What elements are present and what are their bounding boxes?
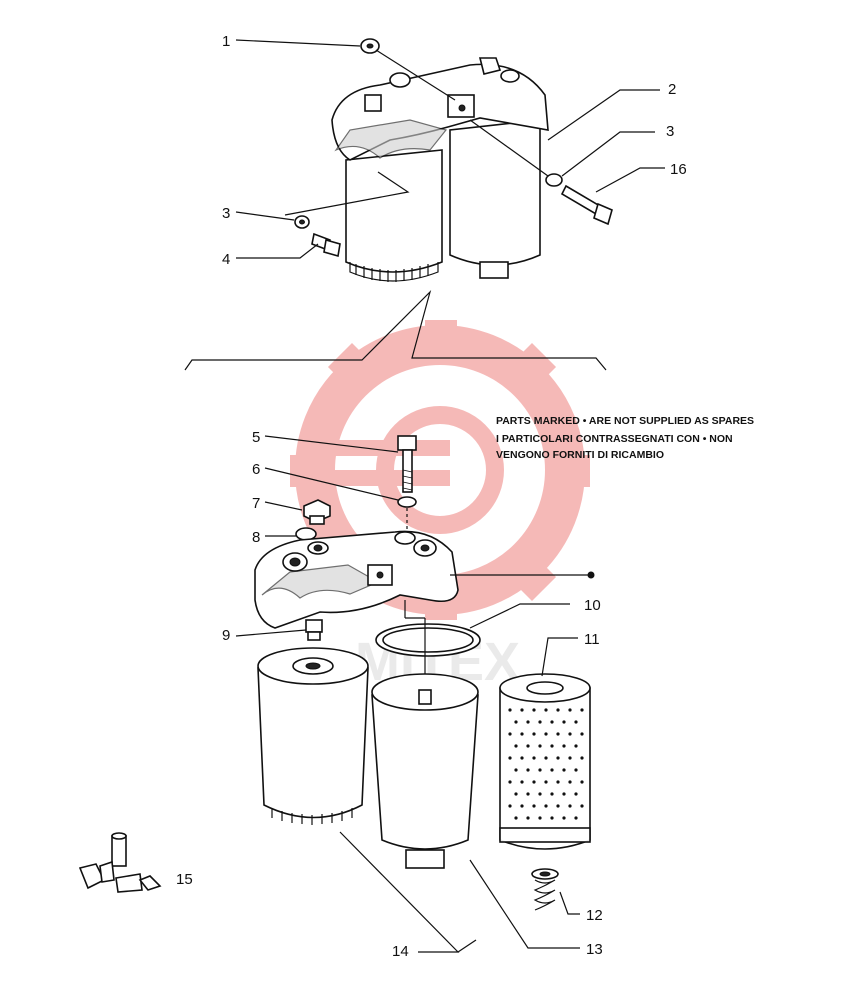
assembled-filter-housing <box>284 38 613 282</box>
section-separator <box>184 289 607 371</box>
filter-element-11 <box>499 673 591 850</box>
note-line-3: VENGONO FORNITI DI RICAMBIO <box>496 449 664 461</box>
label-13: 13 <box>586 941 603 958</box>
filter-bowl-13 <box>371 673 479 869</box>
small-parts-15 <box>78 832 162 893</box>
filter-cartridge-14 <box>257 647 369 825</box>
note-line-1: PARTS MARKED • ARE NOT SUPPLIED AS SPARE… <box>496 415 754 427</box>
label-4: 4 <box>222 251 230 268</box>
label-15: 15 <box>176 871 193 888</box>
label-3-right: 3 <box>666 123 674 140</box>
note-line-2: I PARTICOLARI CONTRASSEGNATI CON • NON <box>496 433 733 445</box>
label-7: 7 <box>252 495 260 512</box>
spring-12 <box>531 868 559 911</box>
plug-7 <box>303 499 331 525</box>
label-9: 9 <box>222 627 230 644</box>
washer-6 <box>397 496 417 508</box>
label-11: 11 <box>584 631 600 648</box>
label-3-left: 3 <box>222 205 230 222</box>
filter-head <box>254 530 459 629</box>
leader-lines <box>235 39 665 953</box>
label-6: 6 <box>252 461 260 478</box>
fitting-9 <box>305 619 323 641</box>
label-12: 12 <box>586 907 603 924</box>
label-10: 10 <box>584 597 601 614</box>
not-supplied-marker <box>587 571 595 579</box>
label-5: 5 <box>252 429 260 446</box>
gasket-10 <box>375 623 481 657</box>
bolt-5 <box>397 435 417 493</box>
label-8: 8 <box>252 529 260 546</box>
label-2: 2 <box>668 81 676 98</box>
label-16: 16 <box>670 161 687 178</box>
element-perforation-pattern <box>508 708 584 820</box>
label-1: 1 <box>222 33 230 50</box>
label-14: 14 <box>392 943 409 960</box>
callout-labels: 1 2 3 16 3 4 5 6 7 8 9 10 11 12 13 14 15 <box>176 33 687 960</box>
spares-note: PARTS MARKED • ARE NOT SUPPLIED AS SPARE… <box>496 415 754 461</box>
